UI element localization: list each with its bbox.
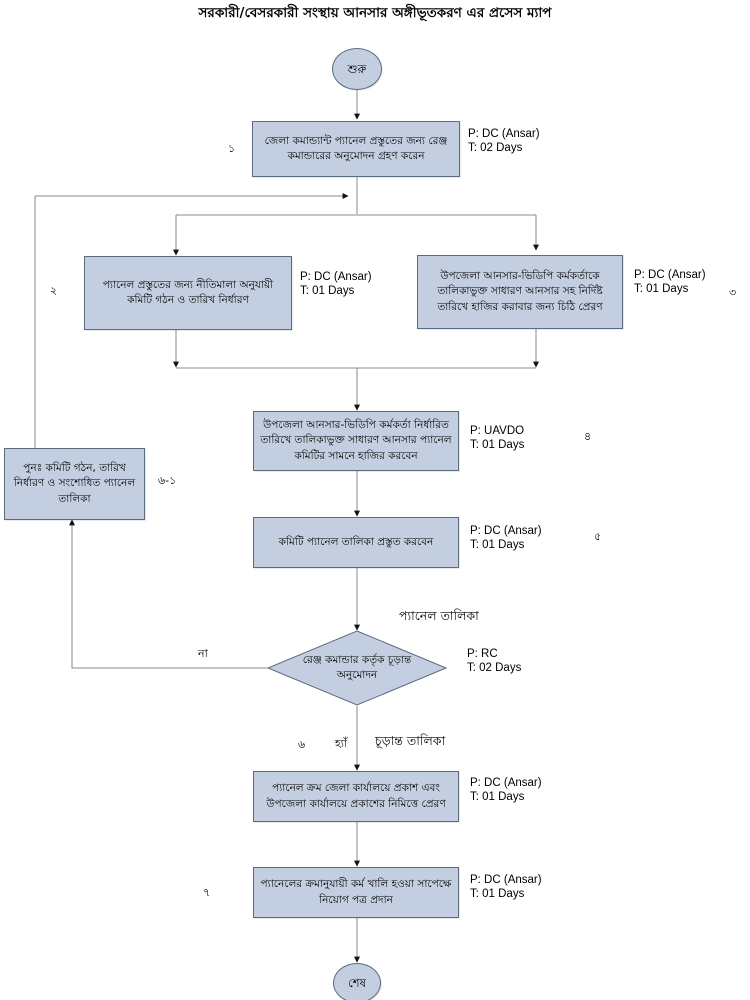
node-start[interactable]: শুরু bbox=[332, 48, 382, 90]
node-step5[interactable]: কমিটি প্যানেল তালিকা প্রস্তুত করবেন bbox=[253, 517, 459, 568]
marker-step7: ৭ bbox=[203, 886, 211, 899]
node-step2-label: প্যানেল প্রস্তুতের জন্য নীতিমালা অনুযায়… bbox=[102, 278, 274, 306]
meta-step5: P: DC (Ansar) T: 01 Days bbox=[470, 525, 542, 552]
node-step7-label: প্যানেলের ক্রমানুযায়ী কর্ম খালি হওয়া স… bbox=[260, 878, 452, 906]
node-end-label: শেষ bbox=[348, 975, 366, 990]
marker-step1: ১ bbox=[228, 142, 236, 155]
meta-step1: P: DC (Ansar) T: 02 Days bbox=[468, 128, 540, 155]
marker-step2: ২ bbox=[50, 284, 58, 297]
label-yes: হ্যাঁ bbox=[335, 737, 348, 750]
meta-step2: P: DC (Ansar) T: 01 Days bbox=[300, 271, 372, 298]
meta-step7: P: DC (Ansar) T: 01 Days bbox=[470, 874, 542, 901]
node-rework-label: পুনঃ কমিটি গঠন, তারিখ নির্ধারণ ও সংশোধিত… bbox=[13, 462, 136, 505]
node-step4[interactable]: উপজেলা আনসার-ভিডিপি কর্মকর্তা নির্ধারিত … bbox=[253, 411, 459, 471]
node-step7[interactable]: প্যানেলের ক্রমানুযায়ী কর্ম খালি হওয়া স… bbox=[253, 867, 459, 918]
node-step2[interactable]: প্যানেল প্রস্তুতের জন্য নীতিমালা অনুযায়… bbox=[84, 256, 292, 330]
label-no: না bbox=[198, 647, 208, 660]
meta-step3: P: DC (Ansar) T: 01 Days bbox=[634, 269, 706, 296]
node-step3[interactable]: উপজেলা আনসার-ভিডিপি কর্মকর্তাকে তালিকাভু… bbox=[417, 255, 623, 329]
node-step6[interactable]: প্যানেল ক্রম জেলা কার্যালয়ে প্রকাশ এবং … bbox=[253, 771, 459, 822]
node-step3-label: উপজেলা আনসার-ভিডিপি কর্মকর্তাকে তালিকাভু… bbox=[437, 270, 603, 313]
node-decision[interactable]: রেঞ্জ কমান্ডার কর্তৃক চূড়ান্ত অনুমোদন bbox=[267, 630, 447, 706]
meta-step6: P: DC (Ansar) T: 01 Days bbox=[470, 777, 542, 804]
page-title: সরকারী/বেসরকারী সংস্থায় আনসার অঙ্গীভূতক… bbox=[198, 5, 552, 21]
marker-rework: ৬-১ bbox=[158, 474, 177, 487]
edge-decision-no-to-rework bbox=[69, 519, 268, 669]
label-panel-talika: প্যানেল তালিকা bbox=[399, 608, 479, 623]
node-step4-label: উপজেলা আনসার-ভিডিপি কর্মকর্তা নির্ধারিত … bbox=[260, 419, 452, 462]
label-final-list: চূড়ান্ত তালিকা bbox=[375, 733, 446, 748]
node-step6-label: প্যানেল ক্রম জেলা কার্যালয়ে প্রকাশ এবং … bbox=[266, 782, 446, 810]
marker-step3: ৩ bbox=[729, 286, 737, 299]
marker-decision-yes-number: ৬ bbox=[298, 738, 306, 751]
marker-step5: ৫ bbox=[594, 530, 602, 543]
node-rework[interactable]: পুনঃ কমিটি গঠন, তারিখ নির্ধারণ ও সংশোধিত… bbox=[4, 448, 145, 520]
meta-step4: P: UAVDO T: 01 Days bbox=[470, 425, 525, 452]
node-step1[interactable]: জেলা কমান্ড্যান্ট প্যানেল প্রস্তুতের জন্… bbox=[252, 121, 460, 177]
node-start-label: শুরু bbox=[347, 61, 367, 76]
meta-decision: P: RC T: 02 Days bbox=[467, 648, 522, 675]
marker-step4: ৪ bbox=[584, 430, 592, 443]
node-step1-label: জেলা কমান্ড্যান্ট প্যানেল প্রস্তুতের জন্… bbox=[264, 134, 448, 162]
node-step5-label: কমিটি প্যানেল তালিকা প্রস্তুত করবেন bbox=[278, 535, 434, 548]
node-end[interactable]: শেষ bbox=[333, 963, 381, 1000]
decision-diamond-shape bbox=[267, 630, 447, 706]
node-decision-label: রেঞ্জ কমান্ডার কর্তৃক চূড়ান্ত অনুমোদন bbox=[302, 653, 412, 681]
